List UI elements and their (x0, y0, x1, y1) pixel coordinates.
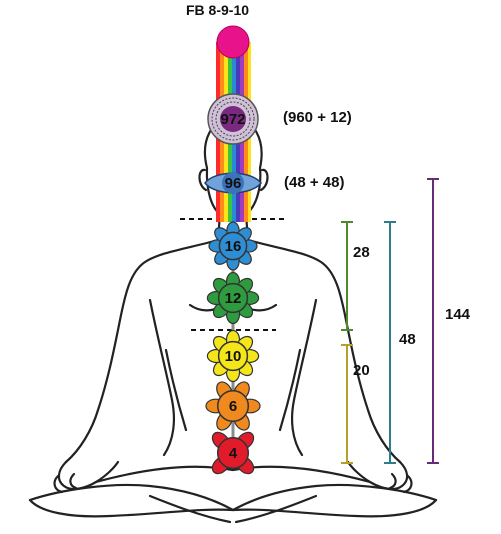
lotus-chakras: 16 12 10 6 4 (205, 221, 261, 475)
chakra-10-label: 10 (225, 348, 242, 365)
measurement-brackets (341, 178, 439, 464)
bracket-label-20: 20 (353, 362, 370, 379)
chakra-4-label: 4 (229, 445, 238, 462)
bracket-144 (427, 178, 439, 464)
chakra-4: 4 (211, 431, 255, 475)
chakra-972-label: 972 (220, 111, 245, 128)
bracket-48 (384, 221, 396, 464)
chakra-6: 6 (205, 381, 261, 431)
annotation-48-48: (48 + 48) (284, 174, 345, 191)
bracket-label-48: 48 (399, 331, 416, 348)
bracket-label-28: 28 (353, 244, 370, 261)
bracket-28 (341, 221, 353, 331)
bracket-20 (341, 344, 353, 464)
chakra-12-label: 12 (225, 290, 242, 307)
bracket-label-144: 144 (445, 306, 471, 323)
chakra-16-label: 16 (225, 238, 242, 255)
chakra-96-label: 96 (225, 175, 242, 192)
crown-ball (216, 25, 250, 59)
chakra-972: 972 (207, 93, 259, 145)
chakra-6-label: 6 (229, 398, 237, 415)
diagram-title: FB 8-9-10 (186, 2, 250, 18)
annotation-960-12: (960 + 12) (283, 109, 352, 126)
chakra-12: 12 (206, 271, 260, 325)
chakra-10: 10 (206, 329, 260, 383)
chakra-96: 96 (204, 172, 262, 194)
chakra-16: 16 (208, 221, 258, 271)
